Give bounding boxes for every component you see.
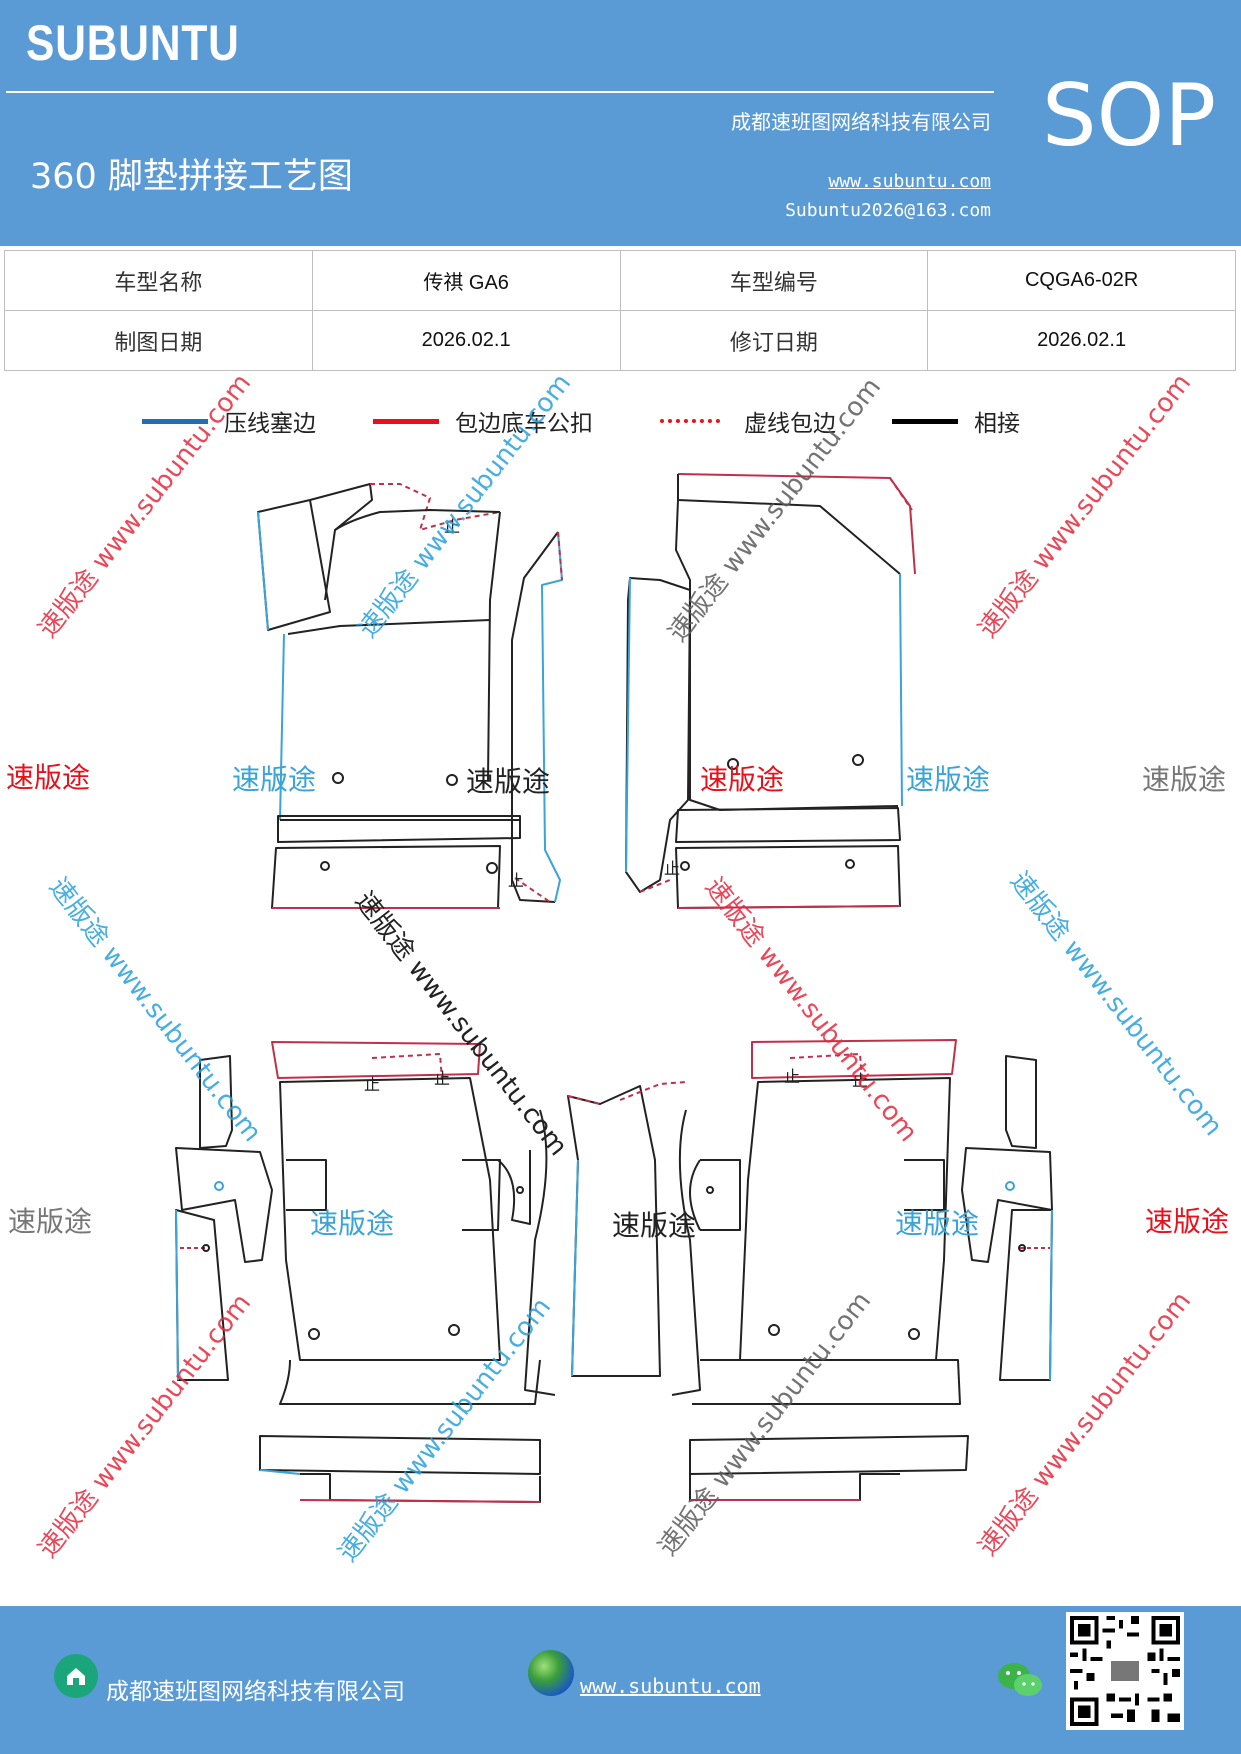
stop-mark: 止 — [364, 1075, 380, 1094]
mat-rear-right — [671, 1039, 1053, 1501]
legend-swatch — [660, 419, 720, 423]
legend-label: 相接 — [974, 411, 1020, 437]
stop-mark: 止 — [784, 1067, 800, 1086]
legend-swatch — [892, 418, 958, 424]
piece-label: 速版途 — [895, 1207, 980, 1240]
piece-label: 速版途 — [310, 1207, 395, 1240]
legend-label: 压线塞边 — [224, 411, 316, 437]
model-name-label: 车型名称 — [4, 250, 313, 311]
mat-front-left — [257, 483, 563, 909]
model-code-label: 车型编号 — [619, 250, 929, 311]
table-row: 车型名称 传祺 GA6 车型编号 CQGA6-02R — [4, 250, 1236, 311]
stop-mark: 止 — [852, 1071, 868, 1090]
footer-bar: 成都速班图网络科技有限公司 www.subuntu.com — [0, 1606, 1241, 1754]
revise-date-label: 修订日期 — [619, 310, 929, 371]
stop-mark: 止 — [664, 859, 680, 878]
piece-label: 速版途 — [232, 763, 317, 796]
wechat-icon[interactable] — [996, 1658, 1044, 1706]
mat-center-tunnel — [567, 1081, 687, 1377]
legend: 压线塞边 包边底车公扣 虚线包边 相接 — [0, 404, 1241, 438]
home-icon — [54, 1654, 98, 1698]
legend-swatch — [142, 418, 208, 424]
stop-mark: 止 — [508, 871, 524, 890]
stop-mark: 止 — [434, 1069, 450, 1088]
legend-item-joint: 相接 — [892, 404, 1020, 438]
piece-label: 速版途 — [700, 763, 785, 796]
draw-date-label: 制图日期 — [4, 310, 313, 371]
header-bar: SUBUNTU 360 脚垫拼接工艺图 成都速班图网络科技有限公司 www.su… — [0, 0, 1241, 246]
piece-label: 速版途 — [1142, 763, 1227, 796]
piece-label: 速版途 — [612, 1209, 697, 1242]
legend-label: 虚线包边 — [744, 411, 836, 437]
model-code-value: CQGA6-02R — [927, 250, 1236, 311]
piece-label: 速版途 — [466, 765, 551, 798]
piece-label: 速版途 — [1145, 1205, 1230, 1238]
email-address[interactable]: Subuntu2026@163.com — [785, 200, 991, 221]
piece-label: 速版途 — [8, 1205, 93, 1238]
sop-badge: SOP — [1042, 66, 1217, 166]
table-row: 制图日期 2026.02.1 修订日期 2026.02.1 — [4, 310, 1236, 371]
qr-code — [1066, 1612, 1184, 1730]
draw-date-value: 2026.02.1 — [311, 310, 621, 371]
legend-item-edge-buckle: 包边底车公扣 — [373, 404, 593, 438]
stop-mark: 止 — [444, 517, 460, 536]
legend-swatch — [373, 418, 439, 424]
footer-company: 成都速班图网络科技有限公司 — [106, 1679, 405, 1705]
mat-rear-left — [175, 1041, 556, 1503]
website-link[interactable]: www.subuntu.com — [828, 171, 991, 192]
company-name: 成都速班图网络科技有限公司 — [731, 110, 991, 134]
brand-logo: SUBUNTU — [26, 15, 240, 71]
header-divider — [6, 91, 994, 93]
legend-label: 包边底车公扣 — [455, 411, 593, 437]
page-title: 360 脚垫拼接工艺图 — [30, 157, 353, 197]
footer-website-link[interactable]: www.subuntu.com — [580, 1674, 761, 1698]
revise-date-value: 2026.02.1 — [927, 310, 1236, 371]
piece-label: 速版途 — [906, 763, 991, 796]
legend-item-dotted-edge: 虚线包边 — [660, 404, 836, 438]
globe-icon — [528, 1650, 574, 1696]
piece-label: 速版途 — [6, 761, 91, 794]
mat-front-right — [625, 473, 916, 909]
info-table: 车型名称 传祺 GA6 车型编号 CQGA6-02R 制图日期 2026.02.… — [4, 250, 1236, 371]
model-name-value: 传祺 GA6 — [311, 250, 621, 311]
legend-item-press-line: 压线塞边 — [142, 404, 316, 438]
floor-mat-drawing: 止 止 止 止 止 止 止 — [175, 473, 1053, 1503]
